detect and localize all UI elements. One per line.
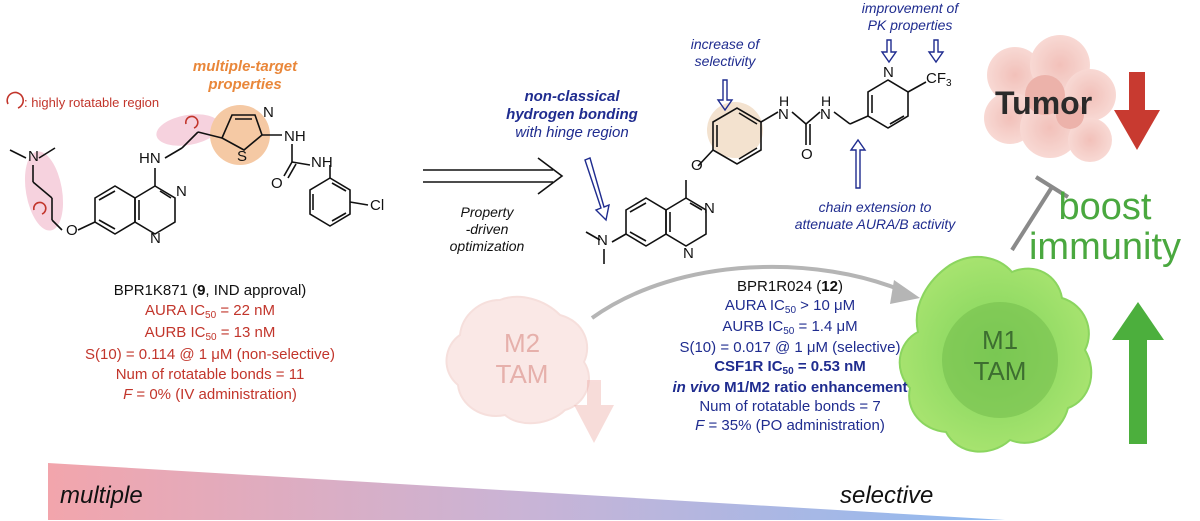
- m2-tam-label: M2 TAM: [495, 328, 549, 390]
- atom-n-thiazole: N: [263, 104, 274, 121]
- compound2-invivo: in vivo M1/M2 ratio enhancement: [672, 379, 908, 396]
- atom-cf3: CF3: [926, 70, 952, 89]
- compound2-info: BPR1R024 (12) AURA IC50 > 10 μM AURB IC5…: [640, 278, 940, 435]
- nonclassical-annotation: non-classical hydrogen bonding with hing…: [506, 88, 638, 141]
- atom-n-urea3: N: [778, 106, 789, 123]
- multiple-target-label: multiple-target properties: [192, 58, 298, 93]
- rotatable-region-note: : highly rotatable region: [24, 95, 160, 110]
- compound2-rot-bonds: Num of rotatable bonds = 7: [699, 398, 881, 415]
- atom-o-ether: O: [66, 222, 78, 239]
- atom-h1: H: [779, 93, 790, 109]
- inhibition-tbar-icon: [1010, 175, 1070, 252]
- atom-n-quin2: N: [150, 230, 161, 247]
- atom-h2: H: [821, 93, 832, 109]
- curved-arrow-head-icon: [890, 280, 920, 304]
- atom-n-quin4: N: [683, 245, 694, 262]
- property-driven-label: Property -driven optimization: [449, 204, 525, 254]
- m1-tam-cell: [898, 256, 1093, 453]
- atom-nh-urea1: NH: [284, 128, 306, 145]
- compound1-name: BPR1K871 (9, IND approval): [113, 282, 307, 299]
- atom-n-quin1: N: [176, 183, 187, 200]
- tumor-down-arrow-icon: [1114, 72, 1160, 150]
- compound2-selectivity: S(10) = 0.017 @ 1 μM (selective): [679, 339, 901, 356]
- boost-immunity-label: boost immunity: [1028, 186, 1182, 268]
- m1-up-arrow-icon: [1112, 302, 1164, 444]
- atom-n-urea4: N: [820, 106, 831, 123]
- gradient-left-label: multiple: [60, 482, 143, 509]
- m1-tam-label: M1 TAM: [973, 325, 1027, 387]
- compound1-rot-bonds: Num of rotatable bonds = 11: [115, 366, 305, 383]
- selectivity-annotation: increase of selectivity: [690, 36, 760, 69]
- atom-n-pyridine: N: [883, 64, 894, 81]
- down-open-arrow-icon: [584, 39, 945, 222]
- compound1-bioavailability: F = 0% (IV administration): [123, 386, 297, 403]
- atom-nh-urea2: NH: [311, 154, 333, 171]
- pk-annotation: improvement of PK properties: [861, 0, 959, 33]
- atom-n-quin3: N: [704, 200, 715, 217]
- property-driven-arrow: [423, 157, 564, 195]
- atom-o-urea: O: [271, 175, 283, 192]
- compound1-aurb: AURB IC50 = 13 nM: [144, 324, 276, 343]
- tumor-cluster: [984, 35, 1116, 162]
- compound2-aurb: AURB IC50 = 1.4 μM: [722, 318, 858, 337]
- tumor-label: Tumor: [995, 85, 1093, 121]
- molecule-bpr1r024: [585, 79, 927, 264]
- rotation-arrow-icon: [6, 91, 199, 215]
- chain-annotation: chain extension to attenuate AURA/B acti…: [794, 199, 956, 232]
- compound1-info: BPR1K871 (9, IND approval) AURA IC50 = 2…: [60, 282, 360, 404]
- atom-hn-link: HN: [139, 150, 161, 167]
- compound2-bioavailability: F = 35% (PO administration): [695, 417, 885, 434]
- molecule-bpr1k871: [9, 105, 369, 235]
- compound2-aura: AURA IC50 > 10 μM: [724, 297, 856, 316]
- compound1-selectivity: S(10) = 0.114 @ 1 μM (non-selective): [85, 346, 335, 363]
- atom-n-dimethyl: N: [28, 148, 39, 165]
- compound2-csf1r: CSF1R IC50 = 0.53 nM: [714, 358, 866, 377]
- compound1-aura: AURA IC50 = 22 nM: [145, 302, 275, 321]
- gradient-right-label: selective: [840, 482, 934, 509]
- atom-o-ether-2: O: [691, 157, 703, 174]
- selectivity-gradient-bar: [48, 463, 1005, 520]
- compound2-name: BPR1R024 (12): [737, 278, 843, 295]
- atom-cl: Cl: [370, 197, 385, 214]
- atom-s-thiazole: S: [237, 148, 248, 165]
- atom-n-dimethyl-2: N: [597, 232, 608, 249]
- curved-arrow-m2-to-m1: [590, 264, 906, 320]
- m2-down-arrow-icon: [574, 380, 614, 443]
- m2-tam-cell: [445, 295, 590, 425]
- atom-o-urea2: O: [801, 146, 813, 163]
